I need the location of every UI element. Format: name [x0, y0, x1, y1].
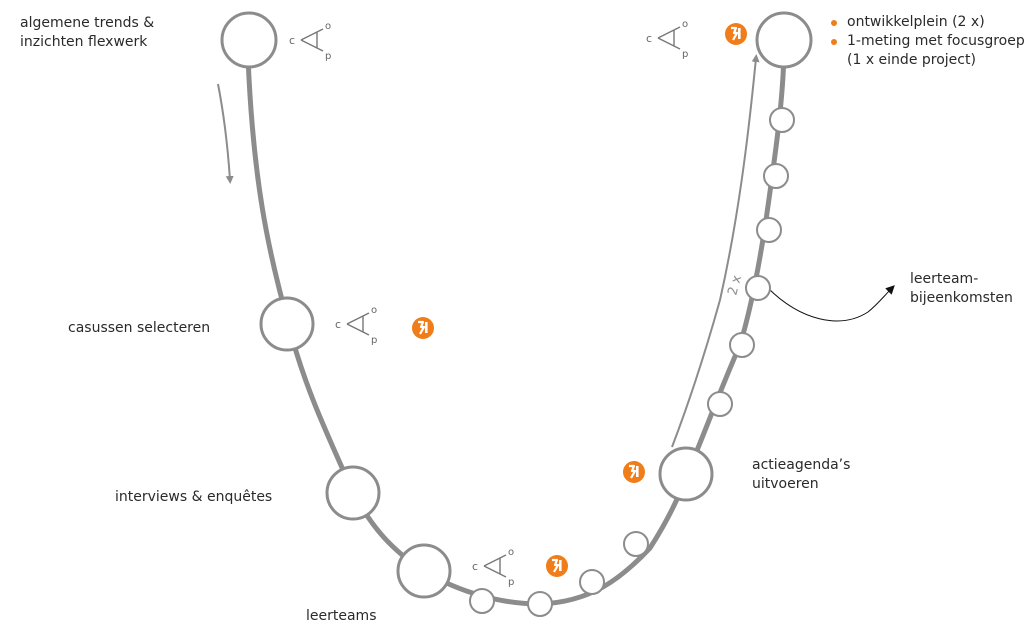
small-node: [729, 332, 755, 358]
orange-logo-icon: [621, 459, 647, 485]
arrow-down-icon: [217, 83, 234, 184]
node-interviews: [325, 465, 381, 521]
small-node: [579, 569, 605, 595]
small-node: [756, 217, 782, 243]
list-item: ontwikkelplein (2 x): [830, 13, 1030, 32]
node-end: [755, 11, 813, 69]
label-leerteams: leerteams: [306, 608, 377, 624]
node-trends: [220, 11, 278, 69]
orange-logo-icon: [723, 21, 749, 47]
small-node: [707, 391, 733, 417]
node-casussen: [259, 296, 315, 352]
orange-logo-icon: [544, 553, 570, 579]
label-casussen: casussen selecteren: [68, 320, 211, 336]
curved-arrow-icon: [767, 285, 895, 322]
journey-track: [245, 49, 787, 607]
node-leerteams: [396, 543, 452, 599]
label-bijeenkomsten: leerteam- bijeenkomsten: [910, 271, 1013, 306]
small-node: [623, 531, 649, 557]
small-node: [469, 588, 495, 614]
activity-list: ontwikkelplein (2 x) 1-meting met focusg…: [830, 13, 1030, 70]
orange-logo-icon: [410, 315, 436, 341]
small-node: [769, 107, 795, 133]
cop-triangle-icon: [334, 304, 379, 347]
cop-triangle-icon: [471, 546, 516, 589]
repeat-arrow: [671, 54, 760, 448]
small-node: [527, 591, 553, 617]
cop-triangle-icon: [645, 18, 690, 61]
repeat-label: 2 x: [725, 273, 745, 297]
list-item: 1-meting met focusgroep (1 x einde proje…: [830, 32, 1030, 70]
label-actie: actieagenda’s uitvoeren: [752, 457, 851, 492]
small-node-bijeenkomst: [745, 275, 771, 301]
node-actie: [658, 446, 714, 502]
cop-triangle-icon: [288, 20, 333, 63]
label-interviews: interviews & enquêtes: [115, 489, 273, 505]
label-trends: algemene trends & inzichten flexwerk: [20, 15, 155, 50]
small-node: [763, 163, 789, 189]
